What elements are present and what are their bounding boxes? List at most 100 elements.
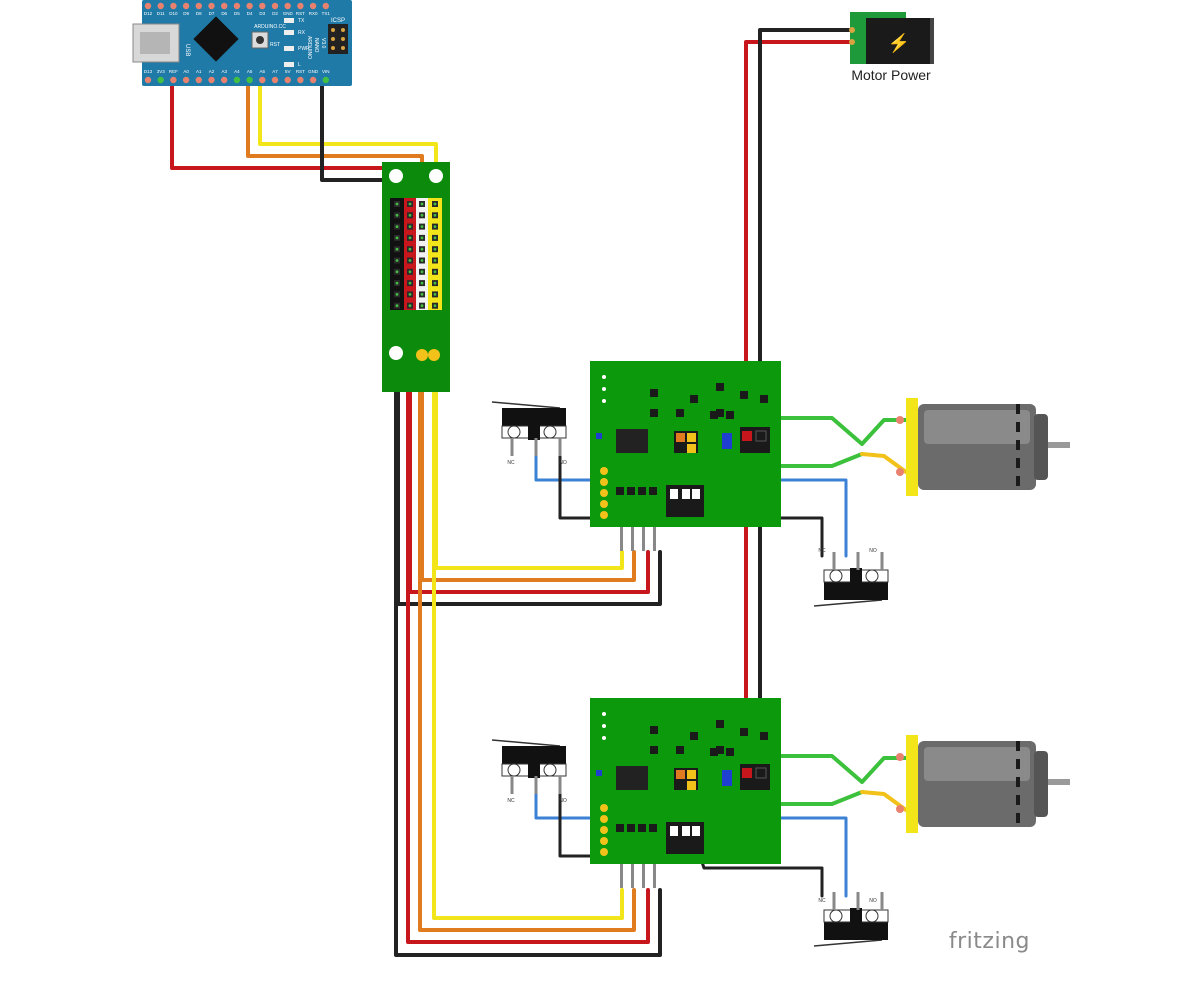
- driver-pad: [600, 804, 608, 812]
- board-name-2: NANO: [313, 38, 319, 53]
- sw2r-nc-label: NC: [818, 898, 826, 904]
- arduino-bottom-pin-label: 5V: [285, 69, 291, 74]
- driver-header-pin: [631, 864, 634, 888]
- driver-pad: [600, 478, 608, 486]
- arduino-bottom-pin-label: GND: [308, 69, 319, 74]
- driver-pad: [600, 500, 608, 508]
- driver-component: [638, 487, 646, 495]
- arduino-bottom-pin: [182, 76, 190, 84]
- breakout-pin-dot: [433, 270, 437, 274]
- arduino-top-pin: [195, 2, 202, 10]
- dc-motor-1: [896, 398, 1070, 496]
- led-l: [284, 62, 294, 67]
- mcu-chip: [193, 16, 239, 62]
- driver-header-pin: [620, 527, 623, 551]
- arduino-top-pin-label: D8: [196, 11, 202, 16]
- wire-m1-yellow: [860, 452, 908, 474]
- breakout-pin-dot: [433, 236, 437, 240]
- switch-body: [502, 746, 566, 766]
- breakout-pin-dot: [395, 281, 399, 285]
- driver-component: [690, 395, 698, 403]
- switch-pin: [832, 552, 836, 570]
- motor-endcap: [906, 735, 918, 833]
- driver-component: [627, 487, 635, 495]
- breakout-pin-dot: [420, 213, 424, 217]
- l-label: L: [298, 62, 301, 68]
- arduino-bottom-pin-label: A2: [209, 69, 215, 74]
- breakout-pin-dot: [395, 259, 399, 262]
- motor-terminal: [896, 416, 904, 424]
- breakout-pin-dot: [408, 225, 412, 229]
- driver-component: [710, 748, 718, 756]
- distribution-board: [382, 162, 450, 392]
- arduino-bottom-pin-label: RST: [296, 69, 305, 74]
- arduino-bottom-pin-label: D13: [144, 69, 153, 74]
- switch-pin: [856, 892, 860, 910]
- driver-component: [676, 746, 684, 754]
- arduino-bottom-pin: [144, 76, 152, 84]
- tx-label: TX: [298, 18, 305, 24]
- driver-pad: [600, 826, 608, 834]
- breakout-pin-dot: [408, 270, 412, 274]
- driver-component: [627, 824, 635, 832]
- arduino-top-pin-label: D12: [144, 11, 153, 16]
- arduino-bottom-pin: [259, 76, 266, 84]
- arduino-bottom-pin-label: A0: [183, 69, 189, 74]
- switch-pin: [856, 552, 860, 570]
- driver-component: [616, 487, 624, 495]
- breakout-pin-dot: [420, 202, 424, 206]
- arduino-top-pin: [284, 2, 291, 10]
- switch-lever: [813, 599, 883, 607]
- driver-via: [602, 736, 606, 740]
- arduino-bottom-pin-label: A3: [221, 69, 227, 74]
- limit-switch-2-right: [813, 892, 889, 947]
- breakout-pin-dot: [395, 236, 399, 240]
- arduino-bottom-pin: [233, 76, 241, 84]
- switch-pin: [558, 438, 562, 456]
- limit-switch-2-left: [491, 739, 567, 794]
- switch-pin: [880, 892, 884, 910]
- driver-pad: [600, 848, 608, 856]
- driver-component: [716, 720, 724, 728]
- arduino-bottom-pin: [271, 76, 279, 84]
- breakout-pin-dot: [395, 225, 399, 229]
- breakout-pin-dot: [408, 293, 412, 296]
- breakout-pin-dot: [433, 225, 437, 229]
- driver-via: [602, 712, 606, 716]
- arduino-top-pin: [309, 2, 317, 10]
- breakout-pin-dot: [420, 236, 424, 240]
- arduino-top-pin: [208, 2, 215, 10]
- led-pwr: [284, 46, 294, 51]
- arduino-bottom-pin-label: A7: [272, 69, 278, 74]
- driver-header-pin: [653, 864, 656, 888]
- arduino-top-pin-label: D3: [259, 11, 265, 16]
- breakout-pin-dot: [420, 270, 424, 274]
- sw1l-no-label: NO: [559, 460, 567, 466]
- pwr-label: PWR: [298, 46, 310, 52]
- switch-lever: [813, 939, 883, 947]
- motor-terminal: [896, 805, 904, 813]
- driver-led: [596, 770, 602, 776]
- driver-component: [649, 824, 657, 832]
- driver-header-pin: [653, 527, 656, 551]
- switch-body: [824, 580, 888, 600]
- arduino-bottom-pin-label: A5: [247, 69, 253, 74]
- driver-component: [650, 389, 658, 397]
- arduino-top-pin-label: D11: [157, 11, 165, 16]
- motor-driver-2: [590, 698, 781, 888]
- motor-terminal: [896, 753, 904, 761]
- driver-component: [726, 748, 734, 756]
- arduino-bottom-pin-label: 3V3: [157, 69, 166, 74]
- driver-component: [716, 746, 724, 754]
- driver-pad: [600, 489, 608, 497]
- icsp-header: [328, 24, 348, 54]
- driver-via: [602, 387, 606, 391]
- board-name-1: ARDUINO: [306, 36, 312, 59]
- switch-pin: [534, 776, 538, 794]
- wire-power-black: [758, 28, 854, 782]
- arduino-top-pin-label: D2: [272, 11, 278, 16]
- breakout-pin-dot: [408, 202, 412, 206]
